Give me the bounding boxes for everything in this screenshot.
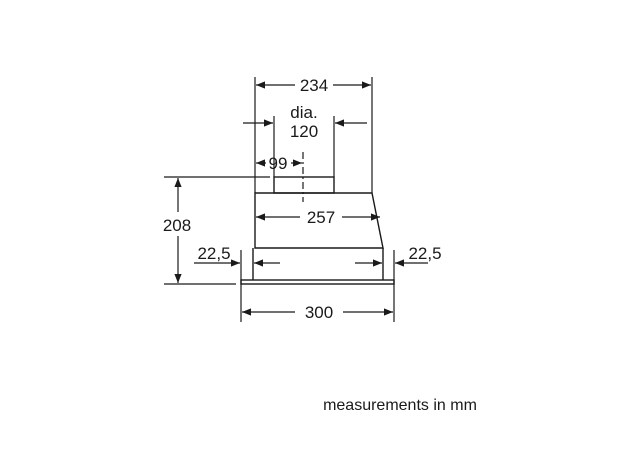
dimension-outlet-diameter: dia. 120 — [243, 103, 367, 141]
height-label: 208 — [163, 216, 191, 235]
right-inset-label: 22,5 — [408, 244, 441, 263]
lower-body — [252, 248, 384, 280]
top-width-label: 234 — [300, 76, 328, 95]
dimension-insets: 22,5 22,5 — [194, 244, 442, 267]
total-width-label: 300 — [305, 303, 333, 322]
dimension-inner-width: 257 — [256, 208, 380, 227]
outlet-label: dia. — [290, 103, 317, 122]
outlet-diameter-label: 120 — [290, 122, 318, 141]
dimension-outlet-offset: 99 — [256, 154, 302, 173]
extension-lines — [164, 77, 395, 322]
dimension-top-width: 234 — [256, 76, 371, 95]
outlet-offset-label: 99 — [269, 154, 288, 173]
outlet-stub — [273, 176, 335, 194]
units-note: measurements in mm — [323, 397, 477, 414]
dimension-total-width: 300 — [242, 303, 393, 322]
dimension-height: 208 — [163, 178, 191, 283]
flange — [240, 279, 395, 285]
left-inset-label: 22,5 — [197, 244, 230, 263]
inner-width-label: 257 — [307, 208, 335, 227]
